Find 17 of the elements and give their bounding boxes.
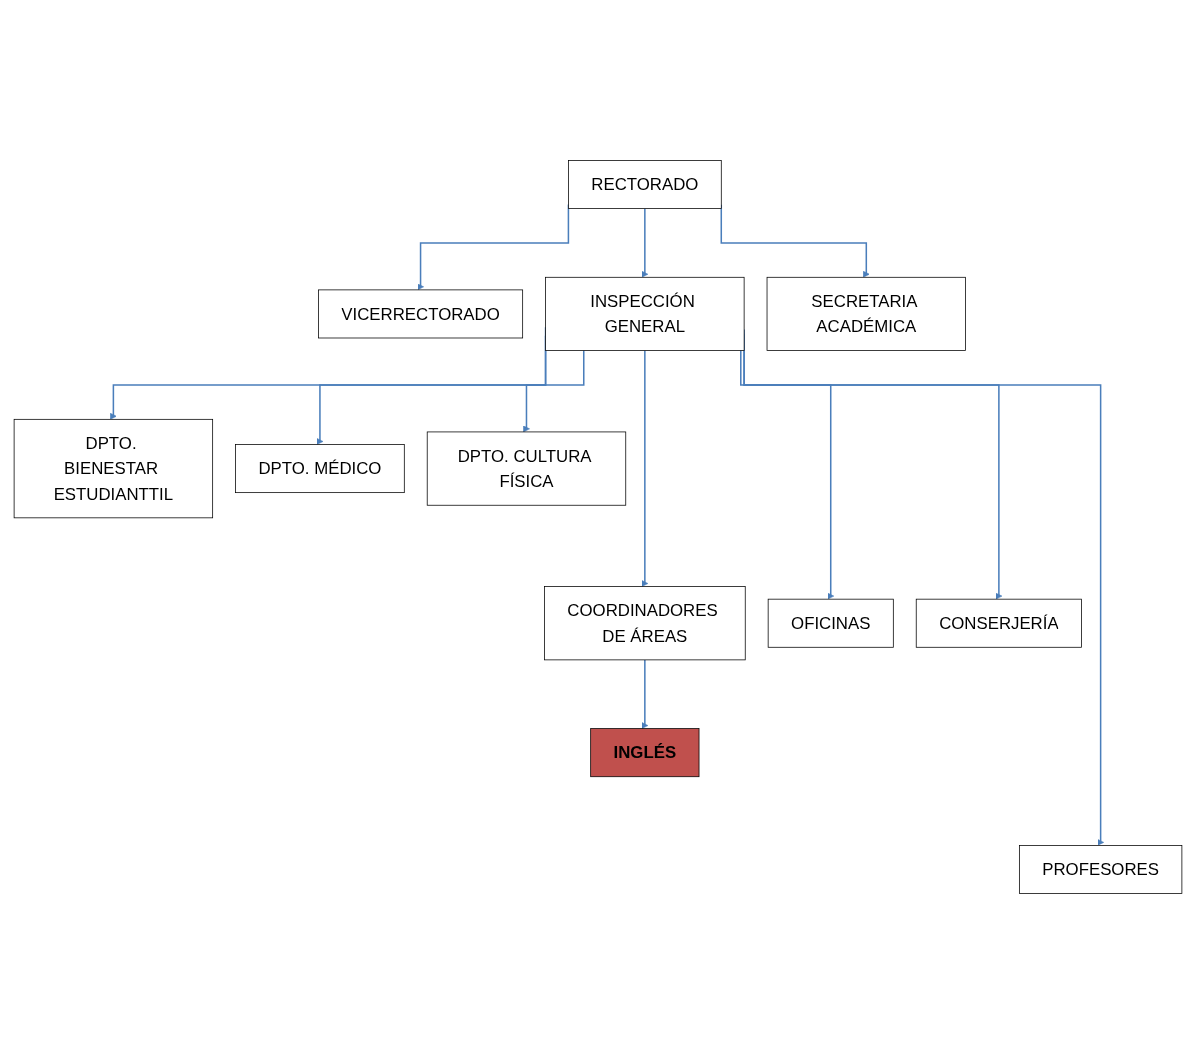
node-box: DPTO. CULTURA FÍSICA (426, 431, 626, 506)
arrow (641, 207, 648, 278)
node-box: PROFESORES (1018, 845, 1182, 894)
arrow (641, 349, 648, 587)
node-box: DPTO. BIENESTAR ESTUDIANTTIL (13, 418, 213, 519)
node-box: DPTO. MÉDICO (234, 444, 405, 493)
node-box: CONSERJERÍA (915, 598, 1082, 648)
node-box: OFICINAS (767, 598, 894, 648)
arrow (522, 349, 585, 433)
node-box: INSPECCIÓN GENERAL (544, 276, 744, 351)
arrow (641, 659, 648, 729)
node-box: COORDINADORES DE ÁREAS (543, 586, 746, 661)
node-box: INGLÉS (589, 728, 699, 778)
node-box: VICERRECTORADO (317, 289, 523, 339)
node-box: RECTORADO (567, 160, 722, 209)
arrow (739, 349, 834, 600)
node-box: SECRETARIA ACADÉMICA (766, 276, 966, 351)
